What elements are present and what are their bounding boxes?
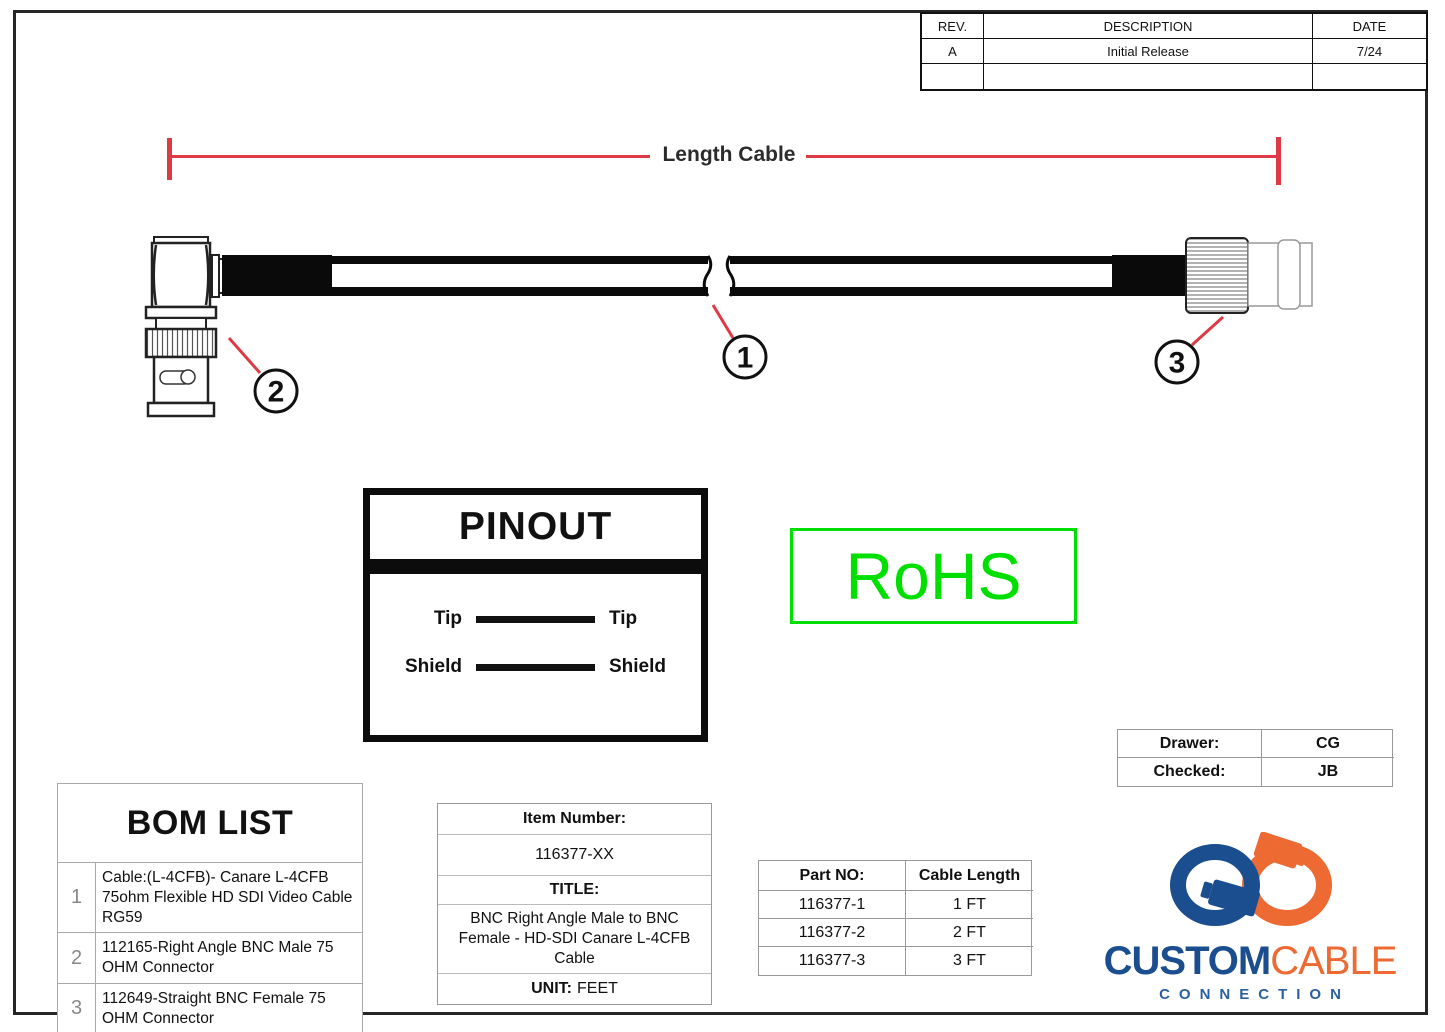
bom-row-3: 3 112649-Straight BNC Female 75 OHM Conn… <box>58 983 362 1032</box>
item-info-block: Item Number: 116377-XX TITLE: BNC Right … <box>437 803 712 1006</box>
bom-item-description: 112649-Straight BNC Female 75 OHM Connec… <box>102 990 326 1027</box>
approval-table: Drawer: CG Checked: JB <box>1117 729 1394 787</box>
cable-assembly-drawing: 1 2 3 <box>144 236 1313 418</box>
orange-plug-icon <box>1253 831 1308 869</box>
bom-list-table: BOM LIST 1 Cable:(L-4CFB)- Canare L-4CFB… <box>57 783 363 1032</box>
cable-length-value: 3 FT <box>953 952 986 969</box>
bom-row-1: 1 Cable:(L-4CFB)- Canare L-4CFB 75ohm Fl… <box>58 862 362 933</box>
pin-wire-shield <box>476 663 595 671</box>
bom-item-description: 112165-Right Angle BNC Male 75 OHM Conne… <box>102 939 334 977</box>
dimension-line-right <box>806 155 1276 158</box>
rev-header-rev: REV. <box>922 14 984 39</box>
callout-3-balloon: 3 <box>1154 339 1200 385</box>
logo-text-connection: CONNECTION <box>1159 986 1350 1003</box>
dimension-line-left <box>172 155 650 158</box>
pin-label-shield-right: Shield <box>609 656 667 677</box>
bom-item-description: Cable:(L-4CFB)- Canare L-4CFB 75ohm Flex… <box>102 869 353 926</box>
rev-date-value: 7/24 <box>1313 39 1426 64</box>
pinout-row-tip: Tip Tip <box>396 608 675 630</box>
unit-value: FEET <box>577 980 618 998</box>
bom-list-title: BOM LIST <box>126 803 294 842</box>
part-no-value: 116377-3 <box>759 947 906 975</box>
drawer-label: Drawer: <box>1118 730 1262 758</box>
cable-break-left <box>702 255 713 297</box>
bom-row-2: 2 112165-Right Angle BNC Male 75 OHM Con… <box>58 932 362 984</box>
callout-2-balloon: 2 <box>253 368 299 414</box>
cable-length-value: 2 FT <box>906 919 1033 947</box>
pinout-row-shield: Shield Shield <box>396 656 675 678</box>
logo-wordmark: CUSTOM CABLE <box>1082 941 1418 981</box>
straight-bnc-female-connector-drawing <box>1185 237 1313 314</box>
bom-item-number: 1 <box>58 863 96 933</box>
bom-item-number: 2 <box>58 933 96 984</box>
pinout-divider <box>370 559 701 574</box>
part-no-header: Part NO: <box>759 861 906 891</box>
dimension-tick-right <box>1276 137 1281 185</box>
callout-2-leader-line <box>227 337 262 374</box>
callout-1-balloon: 1 <box>722 334 768 380</box>
cable-body-drawing <box>222 255 1188 297</box>
logo-text-custom: CUSTOM <box>1103 939 1272 983</box>
pin-label-shield-left: Shield <box>404 656 462 677</box>
rev-empty-cell <box>922 64 984 89</box>
rev-header-description: DESCRIPTION <box>984 14 1313 39</box>
checked-value: JB <box>1317 763 1339 780</box>
checked-label: Checked: <box>1118 758 1262 786</box>
pinout-title: PINOUT <box>458 505 613 548</box>
drawer-value: CG <box>1262 730 1394 758</box>
part-no-value: 116377-1 <box>759 891 906 919</box>
pin-wire-tip <box>476 615 595 623</box>
rohs-badge: RoHS <box>790 528 1077 624</box>
title-value: BNC Right Angle Male to BNC Female - HD-… <box>438 904 711 973</box>
pinout-box: PINOUT Tip Tip Shield Shield <box>363 488 708 742</box>
rev-header-date: DATE <box>1313 14 1426 39</box>
pin-label-tip-right: Tip <box>609 608 638 629</box>
sheet-border-frame <box>13 10 1428 1015</box>
cable-length-value: 1 FT <box>906 891 1033 919</box>
right-angle-bnc-male-connector-drawing <box>144 236 227 418</box>
rev-value: A <box>922 39 984 64</box>
title-label: TITLE: <box>438 875 711 904</box>
infinity-cable-logo-icon <box>1170 831 1332 926</box>
pinout-body: Tip Tip Shield Shield <box>370 574 701 678</box>
pin-label-tip-left: Tip <box>433 608 462 629</box>
callout-1-leader-line <box>711 304 735 339</box>
blue-plug-icon <box>1200 879 1260 917</box>
bom-item-number: 3 <box>58 984 96 1032</box>
rev-description-value: Initial Release <box>984 39 1313 64</box>
callout-1-number: 1 <box>737 342 754 375</box>
part-no-value: 116377-2 <box>759 919 906 947</box>
dimension-tick-left <box>167 138 172 180</box>
revision-table: REV. DESCRIPTION DATE A Initial Release … <box>920 12 1428 91</box>
company-logo: CUSTOM CABLE CONNECTION <box>1082 831 1418 1012</box>
callout-2-number: 2 <box>268 376 285 409</box>
callout-3-leader-line <box>1190 315 1225 347</box>
rev-empty-cell <box>984 64 1313 89</box>
part-number-table: Part NO: Cable Length 116377-1 1 FT 1163… <box>758 860 1033 976</box>
rev-empty-cell <box>1313 64 1426 89</box>
cable-length-header: Cable Length <box>906 861 1033 891</box>
unit-row: UNIT: FEET <box>438 973 711 1004</box>
logo-text-cable: CABLE <box>1270 939 1397 983</box>
item-number-value: 116377-XX <box>438 834 711 875</box>
callout-3-number: 3 <box>1169 347 1186 380</box>
unit-label: UNIT: <box>531 980 572 998</box>
item-number-label: Item Number: <box>522 810 627 827</box>
cable-length-label: Length Cable <box>662 143 796 166</box>
